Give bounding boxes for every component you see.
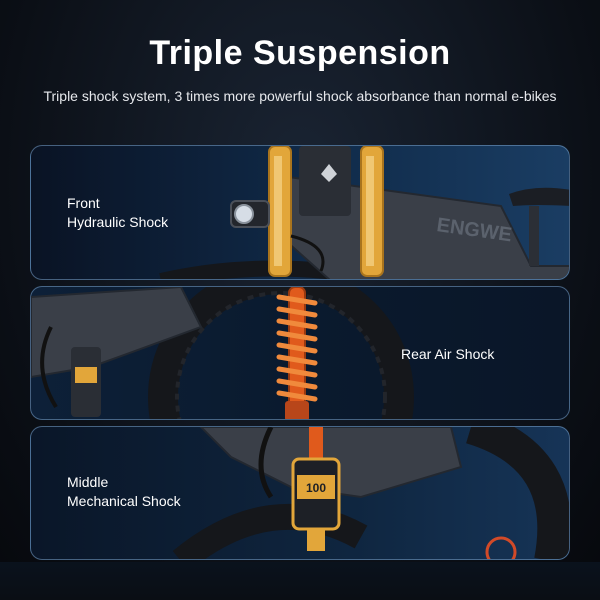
front-tire-lower	[465, 427, 569, 559]
front-shock-label-line1: Front	[67, 195, 100, 211]
bike-logo-icon	[321, 164, 337, 182]
bike-frame	[279, 174, 569, 279]
page-subtitle: Triple shock system, 3 times more powerf…	[43, 88, 557, 104]
headlight-icon	[230, 200, 270, 228]
front-shock-panel: ENGWE Front Hydraulic Shock	[30, 145, 570, 280]
middle-mechanical-shock: 100	[291, 427, 341, 551]
page-title: Triple Suspension	[149, 34, 451, 72]
shock-marking-text: 100	[306, 481, 326, 495]
bottom-strip	[0, 562, 600, 600]
head-tube	[299, 146, 351, 216]
rear-shock-label: Rear Air Shock	[401, 346, 495, 362]
rear-tire	[148, 287, 414, 419]
front-shock-label-line2: Hydraulic Shock	[67, 214, 169, 230]
middle-shock-panel: 100 Middle Mechanical Shock	[30, 426, 570, 560]
bike-seat	[509, 187, 569, 206]
front-shock-label: Front Hydraulic Shock	[67, 194, 227, 232]
middle-shock-label: Middle Mechanical Shock	[67, 473, 237, 511]
middle-shock-illustration: 100	[172, 427, 569, 559]
middle-shock-peek	[71, 347, 101, 417]
middle-shock-label-line1: Middle	[67, 474, 109, 490]
front-shock-illustration: ENGWE	[159, 146, 569, 279]
rear-shock-panel: Rear Air Shock	[30, 286, 570, 420]
rear-shock-illustration	[31, 287, 414, 419]
rear-air-shock	[276, 287, 318, 419]
middle-shock-label-line2: Mechanical Shock	[67, 493, 181, 509]
seat-post	[529, 206, 539, 266]
